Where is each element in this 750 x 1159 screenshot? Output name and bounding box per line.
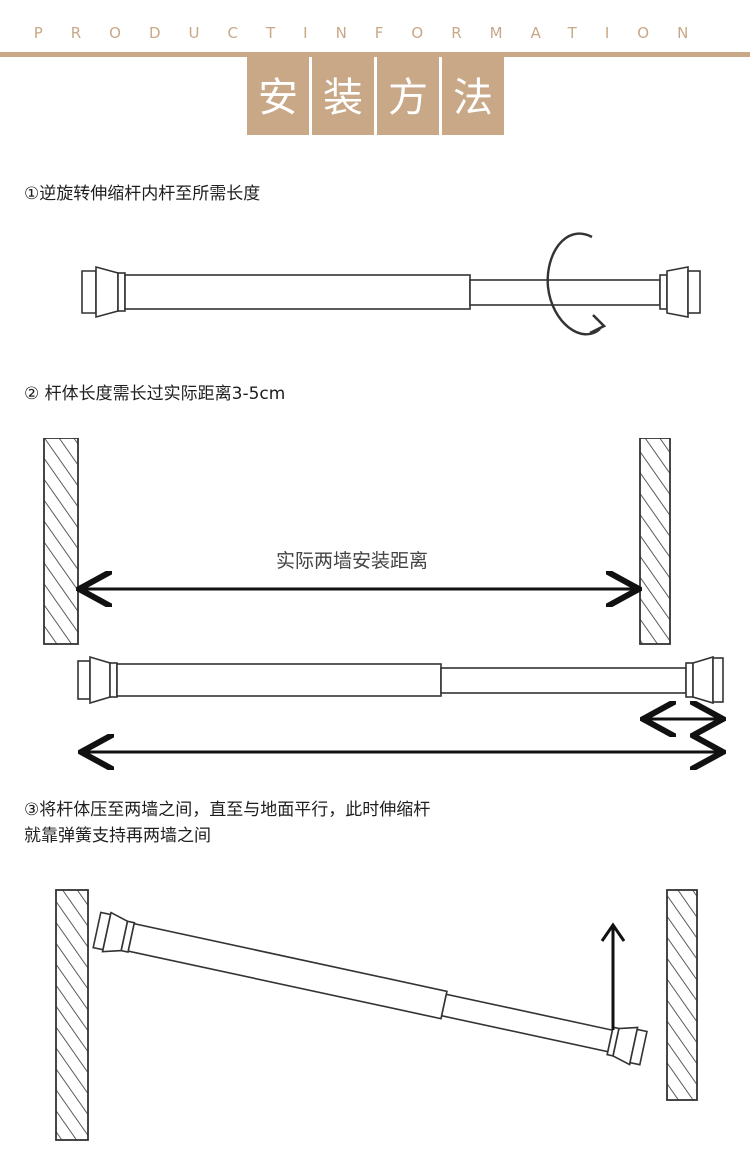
rod-end-flare [95, 265, 119, 319]
header-bar [0, 52, 750, 57]
product-information-label: PRODUCTINFORMATION [33, 24, 717, 42]
title-char: 装 [312, 52, 374, 135]
figure-measure [43, 438, 750, 778]
rod [77, 655, 724, 705]
rod-outer-tube [124, 274, 471, 310]
right-wall [639, 438, 671, 645]
rod-inner-tube [469, 279, 661, 306]
left-wall [43, 438, 79, 645]
step-3-line-1: ③将杆体压至两墙之间，直至与地面平行，此时伸缩杆 [24, 800, 431, 820]
rotate-arrow-icon [546, 232, 607, 336]
figure-rotate-rod [81, 232, 701, 336]
tilted-rod [92, 911, 648, 1066]
section-title: 安 装 方 法 [247, 52, 504, 135]
step-2-text: ② 杆体长度需长过实际距离3-5cm [24, 384, 286, 404]
left-wall [55, 889, 89, 1141]
title-char: 方 [377, 52, 439, 135]
right-wall [666, 889, 698, 1101]
title-char: 法 [442, 52, 504, 135]
step-3-line-2: 就靠弹簧支持再两墙之间 [24, 826, 211, 846]
up-arrow-icon [600, 922, 626, 1030]
rod-end-flare [666, 266, 689, 318]
rod-ring [659, 274, 668, 310]
rod-ring [117, 272, 126, 312]
step-3-text: ③将杆体压至两墙之间，直至与地面平行，此时伸缩杆 就靠弹簧支持再两墙之间 [24, 797, 430, 849]
distance-label: 实际两墙安装距离 [276, 550, 429, 572]
step-1-text: ①逆旋转伸缩杆内杆至所需长度 [24, 184, 261, 204]
figure-install [55, 889, 698, 1141]
title-char: 安 [247, 52, 309, 135]
rod-end-cap [687, 270, 701, 314]
rod-end-cap [81, 270, 97, 314]
